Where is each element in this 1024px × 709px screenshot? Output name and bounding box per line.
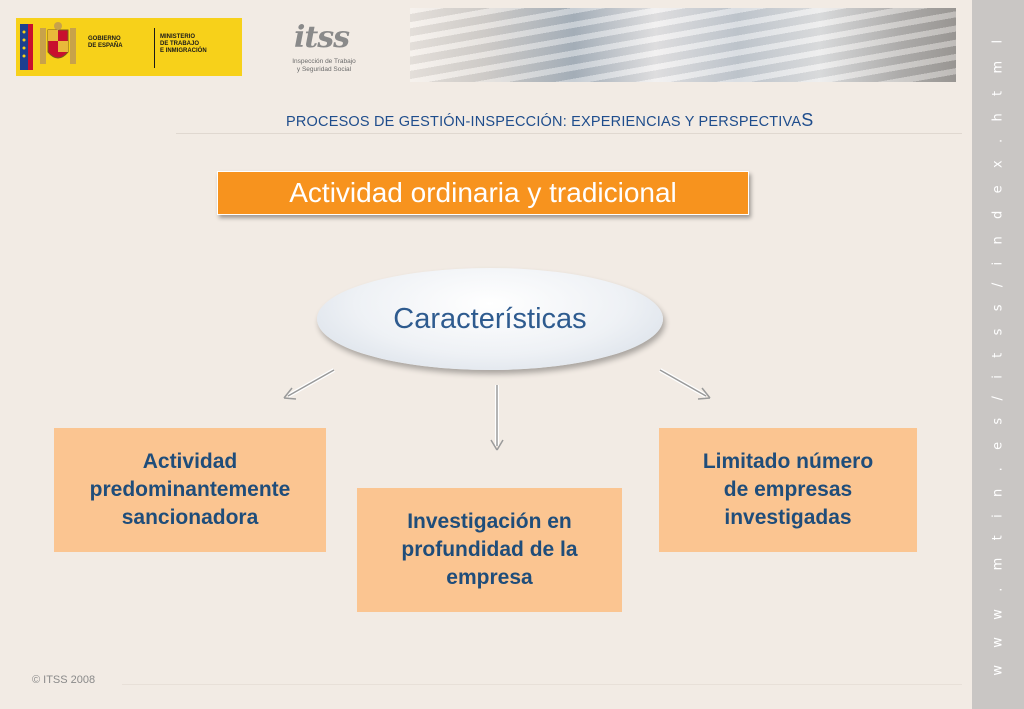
section-title: Actividad ordinaria y tradicional xyxy=(289,177,677,208)
characteristics-ellipse: Características xyxy=(317,268,663,370)
characteristic-box-sanctioning: Actividad predominantemente sancionadora xyxy=(54,428,326,552)
characteristic-box-limited-companies: Limitado número de empresas investigadas xyxy=(659,428,917,552)
government-logo: GOBIERNO DE ESPAÑA MINISTERIO DE TRABAJO… xyxy=(16,18,242,76)
itss-subtitle: Inspección de Trabajo y Seguridad Social xyxy=(292,58,356,73)
page-title-text: PROCESOS DE GESTIÓN-INSPECCIÓN: EXPERIEN… xyxy=(286,114,802,130)
footer-divider xyxy=(122,684,962,685)
header-divider xyxy=(176,133,962,134)
right-sidebar xyxy=(972,0,1024,709)
ministry-name: MINISTERIO DE TRABAJO E INMIGRACIÓN xyxy=(160,34,207,54)
itss-logo: itss Inspección de Trabajo y Seguridad S… xyxy=(284,20,364,82)
logo-separator xyxy=(154,28,155,68)
arrow-right-icon xyxy=(659,368,711,400)
coat-of-arms-icon xyxy=(20,22,76,70)
section-title-bar: Actividad ordinaria y tradicional xyxy=(217,171,749,215)
characteristic-box-investigation: Investigación en profundidad de la empre… xyxy=(357,488,622,612)
arrow-left-icon xyxy=(283,368,335,400)
sidebar-url: w w w . m t i n . e s / i t s s / i n d … xyxy=(972,0,1024,709)
arrow-down-icon xyxy=(490,385,504,451)
copyright: © ITSS 2008 xyxy=(32,674,96,686)
header-banner-image xyxy=(410,8,956,82)
sidebar-url-text: w w w . m t i n . e s / i t s s / i n d … xyxy=(990,33,1006,676)
government-name: GOBIERNO DE ESPAÑA xyxy=(88,36,123,49)
characteristics-label: Características xyxy=(393,302,587,335)
itss-wordmark: itss xyxy=(294,20,350,55)
page-title-last-letter: S xyxy=(801,110,814,130)
page-title: PROCESOS DE GESTIÓN-INSPECCIÓN: EXPERIEN… xyxy=(286,110,956,131)
